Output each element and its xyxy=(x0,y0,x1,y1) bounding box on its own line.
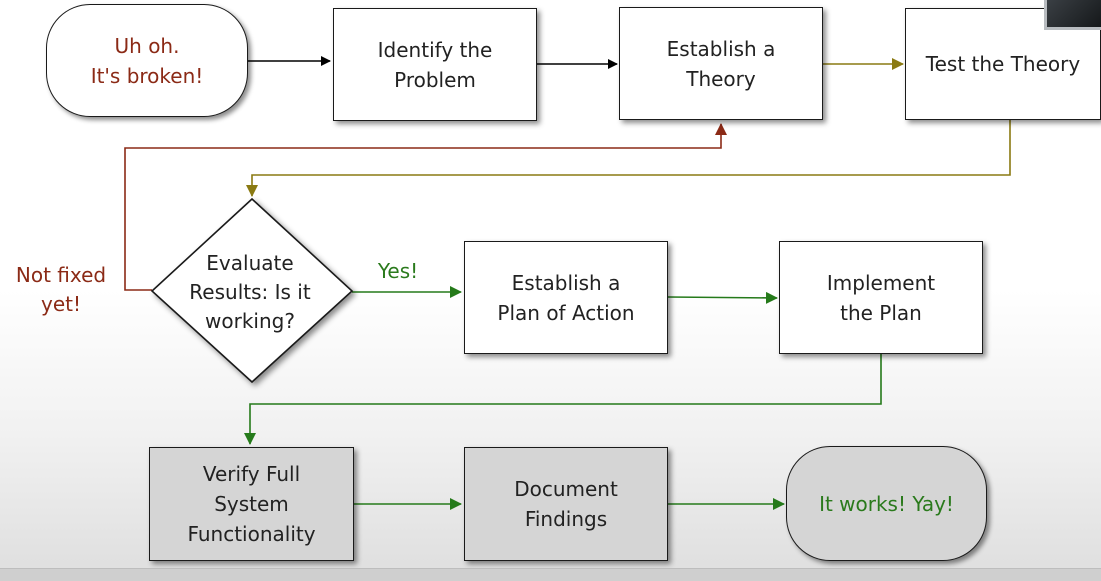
node-start: Uh oh. It's broken! xyxy=(46,4,248,117)
arrow-notfixed-theory xyxy=(124,123,727,291)
node-end: It works! Yay! xyxy=(786,446,987,561)
node-document-findings: Document Findings xyxy=(464,447,668,561)
decision-diamond xyxy=(150,197,354,384)
node-implement-plan: Implement the Plan xyxy=(779,241,983,354)
bottom-toolbar-strip xyxy=(0,568,1101,581)
node-evaluate-results: Evaluate Results: Is it working? xyxy=(189,250,311,333)
node-test-theory: Test the Theory xyxy=(905,8,1101,120)
label-not-fixed: Not fixed yet! xyxy=(15,263,107,316)
arrow-implement-verify xyxy=(244,354,882,445)
arrow-test-evaluate xyxy=(246,120,1011,197)
webcam-thumbnail xyxy=(1044,0,1101,30)
label-yes: Yes! xyxy=(377,259,419,283)
node-verify-functionality: Verify Full System Functionality xyxy=(149,447,354,561)
node-establish-theory: Establish a Theory xyxy=(619,7,823,120)
node-establish-plan: Establish a Plan of Action xyxy=(464,241,668,354)
node-identify-problem: Identify the Problem xyxy=(333,8,537,121)
arrow-plan-implement xyxy=(667,291,778,304)
